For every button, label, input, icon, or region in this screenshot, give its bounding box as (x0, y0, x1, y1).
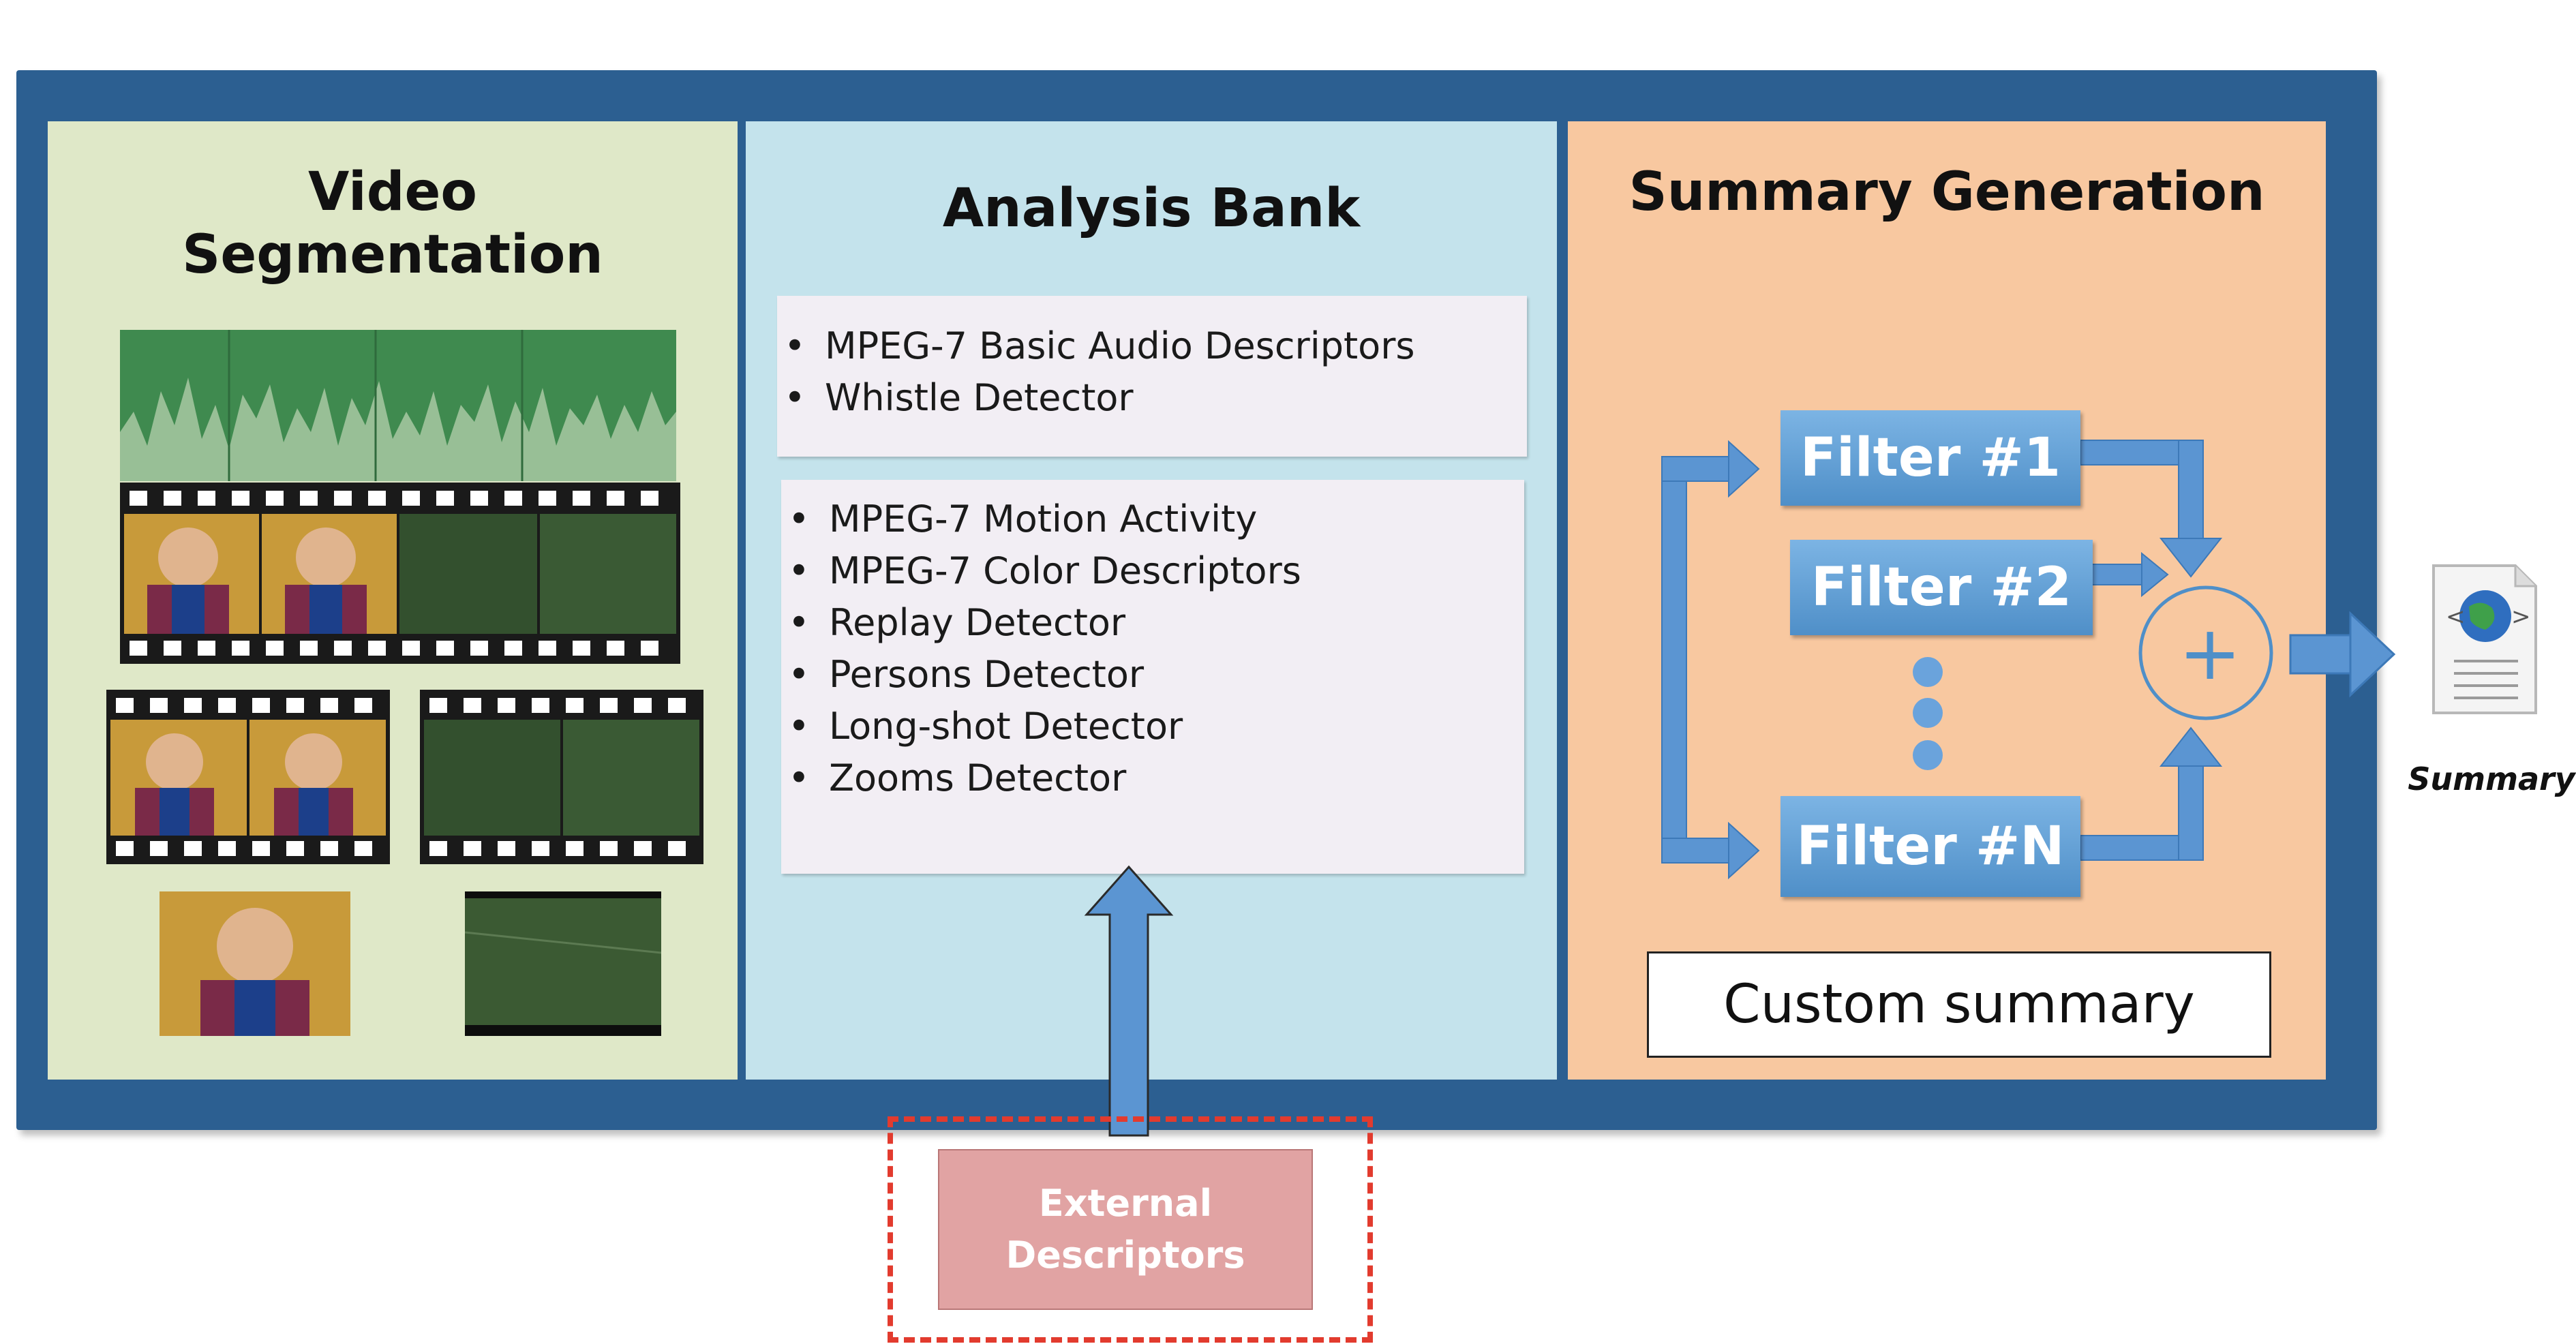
external-descriptors-box: External Descriptors (938, 1149, 1313, 1310)
filter-flow-arrows (1661, 440, 2273, 880)
audio-descriptor-list: MPEG-7 Basic Audio Descriptors Whistle D… (777, 296, 1527, 424)
output-arrow (2289, 611, 2396, 698)
audio-waveform (120, 330, 676, 481)
visual-descriptors-box: MPEG-7 Motion Activity MPEG-7 Color Desc… (781, 480, 1524, 874)
keyframe-player (160, 891, 350, 1036)
filter-1-box: Filter #1 (1781, 410, 2080, 506)
video-title-line1: Video (307, 162, 478, 223)
svg-text:<: < (2446, 603, 2466, 630)
external-descriptors-dashed-outline (888, 1116, 1373, 1343)
list-item: Whistle Detector (784, 372, 1527, 424)
analysis-bank-title: Analysis Bank (942, 178, 1361, 239)
list-item: Replay Detector (788, 597, 1524, 649)
audio-descriptors-box: MPEG-7 Basic Audio Descriptors Whistle D… (777, 296, 1527, 457)
video-segmentation-title: Video Segmentation (48, 161, 738, 286)
list-item: Persons Detector (788, 649, 1524, 701)
summary-generation-title: Summary Generation (1628, 162, 2265, 223)
summary-output-label: Summary (2408, 761, 2575, 797)
summary-document-icon: < > (2432, 564, 2537, 714)
analysis-bank-panel: Analysis Bank MPEG-7 Basic Audio Descrip… (746, 121, 1557, 1080)
external-input-arrow (1084, 865, 1174, 1137)
summary-generation-panel: Summary Generation (1568, 121, 2326, 1080)
visual-descriptor-list: MPEG-7 Motion Activity MPEG-7 Color Desc… (781, 480, 1524, 804)
svg-text:>: > (2511, 603, 2531, 630)
list-item: MPEG-7 Color Descriptors (788, 545, 1524, 597)
filter-2-box: Filter #2 (1790, 540, 2093, 635)
custom-summary-box: Custom summary (1647, 951, 2271, 1058)
video-title-line2: Segmentation (182, 224, 603, 286)
filter-n-box: Filter #N (1781, 796, 2080, 897)
list-item: MPEG-7 Basic Audio Descriptors (784, 320, 1527, 372)
filmstrip-segment-1 (106, 690, 390, 864)
list-item: Zooms Detector (788, 752, 1524, 804)
video-segmentation-panel: Video Segmentation (48, 121, 738, 1080)
combine-circle (2138, 585, 2273, 720)
list-item: MPEG-7 Motion Activity (788, 493, 1524, 545)
keyframe-field (465, 891, 661, 1036)
filmstrip-full (120, 483, 680, 664)
list-item: Long-shot Detector (788, 701, 1524, 752)
external-line2: Descriptors (1005, 1234, 1245, 1277)
filmstrip-segment-2 (420, 690, 703, 864)
external-line1: External (1038, 1182, 1213, 1225)
combine-plus-symbol: + (2179, 609, 2242, 697)
